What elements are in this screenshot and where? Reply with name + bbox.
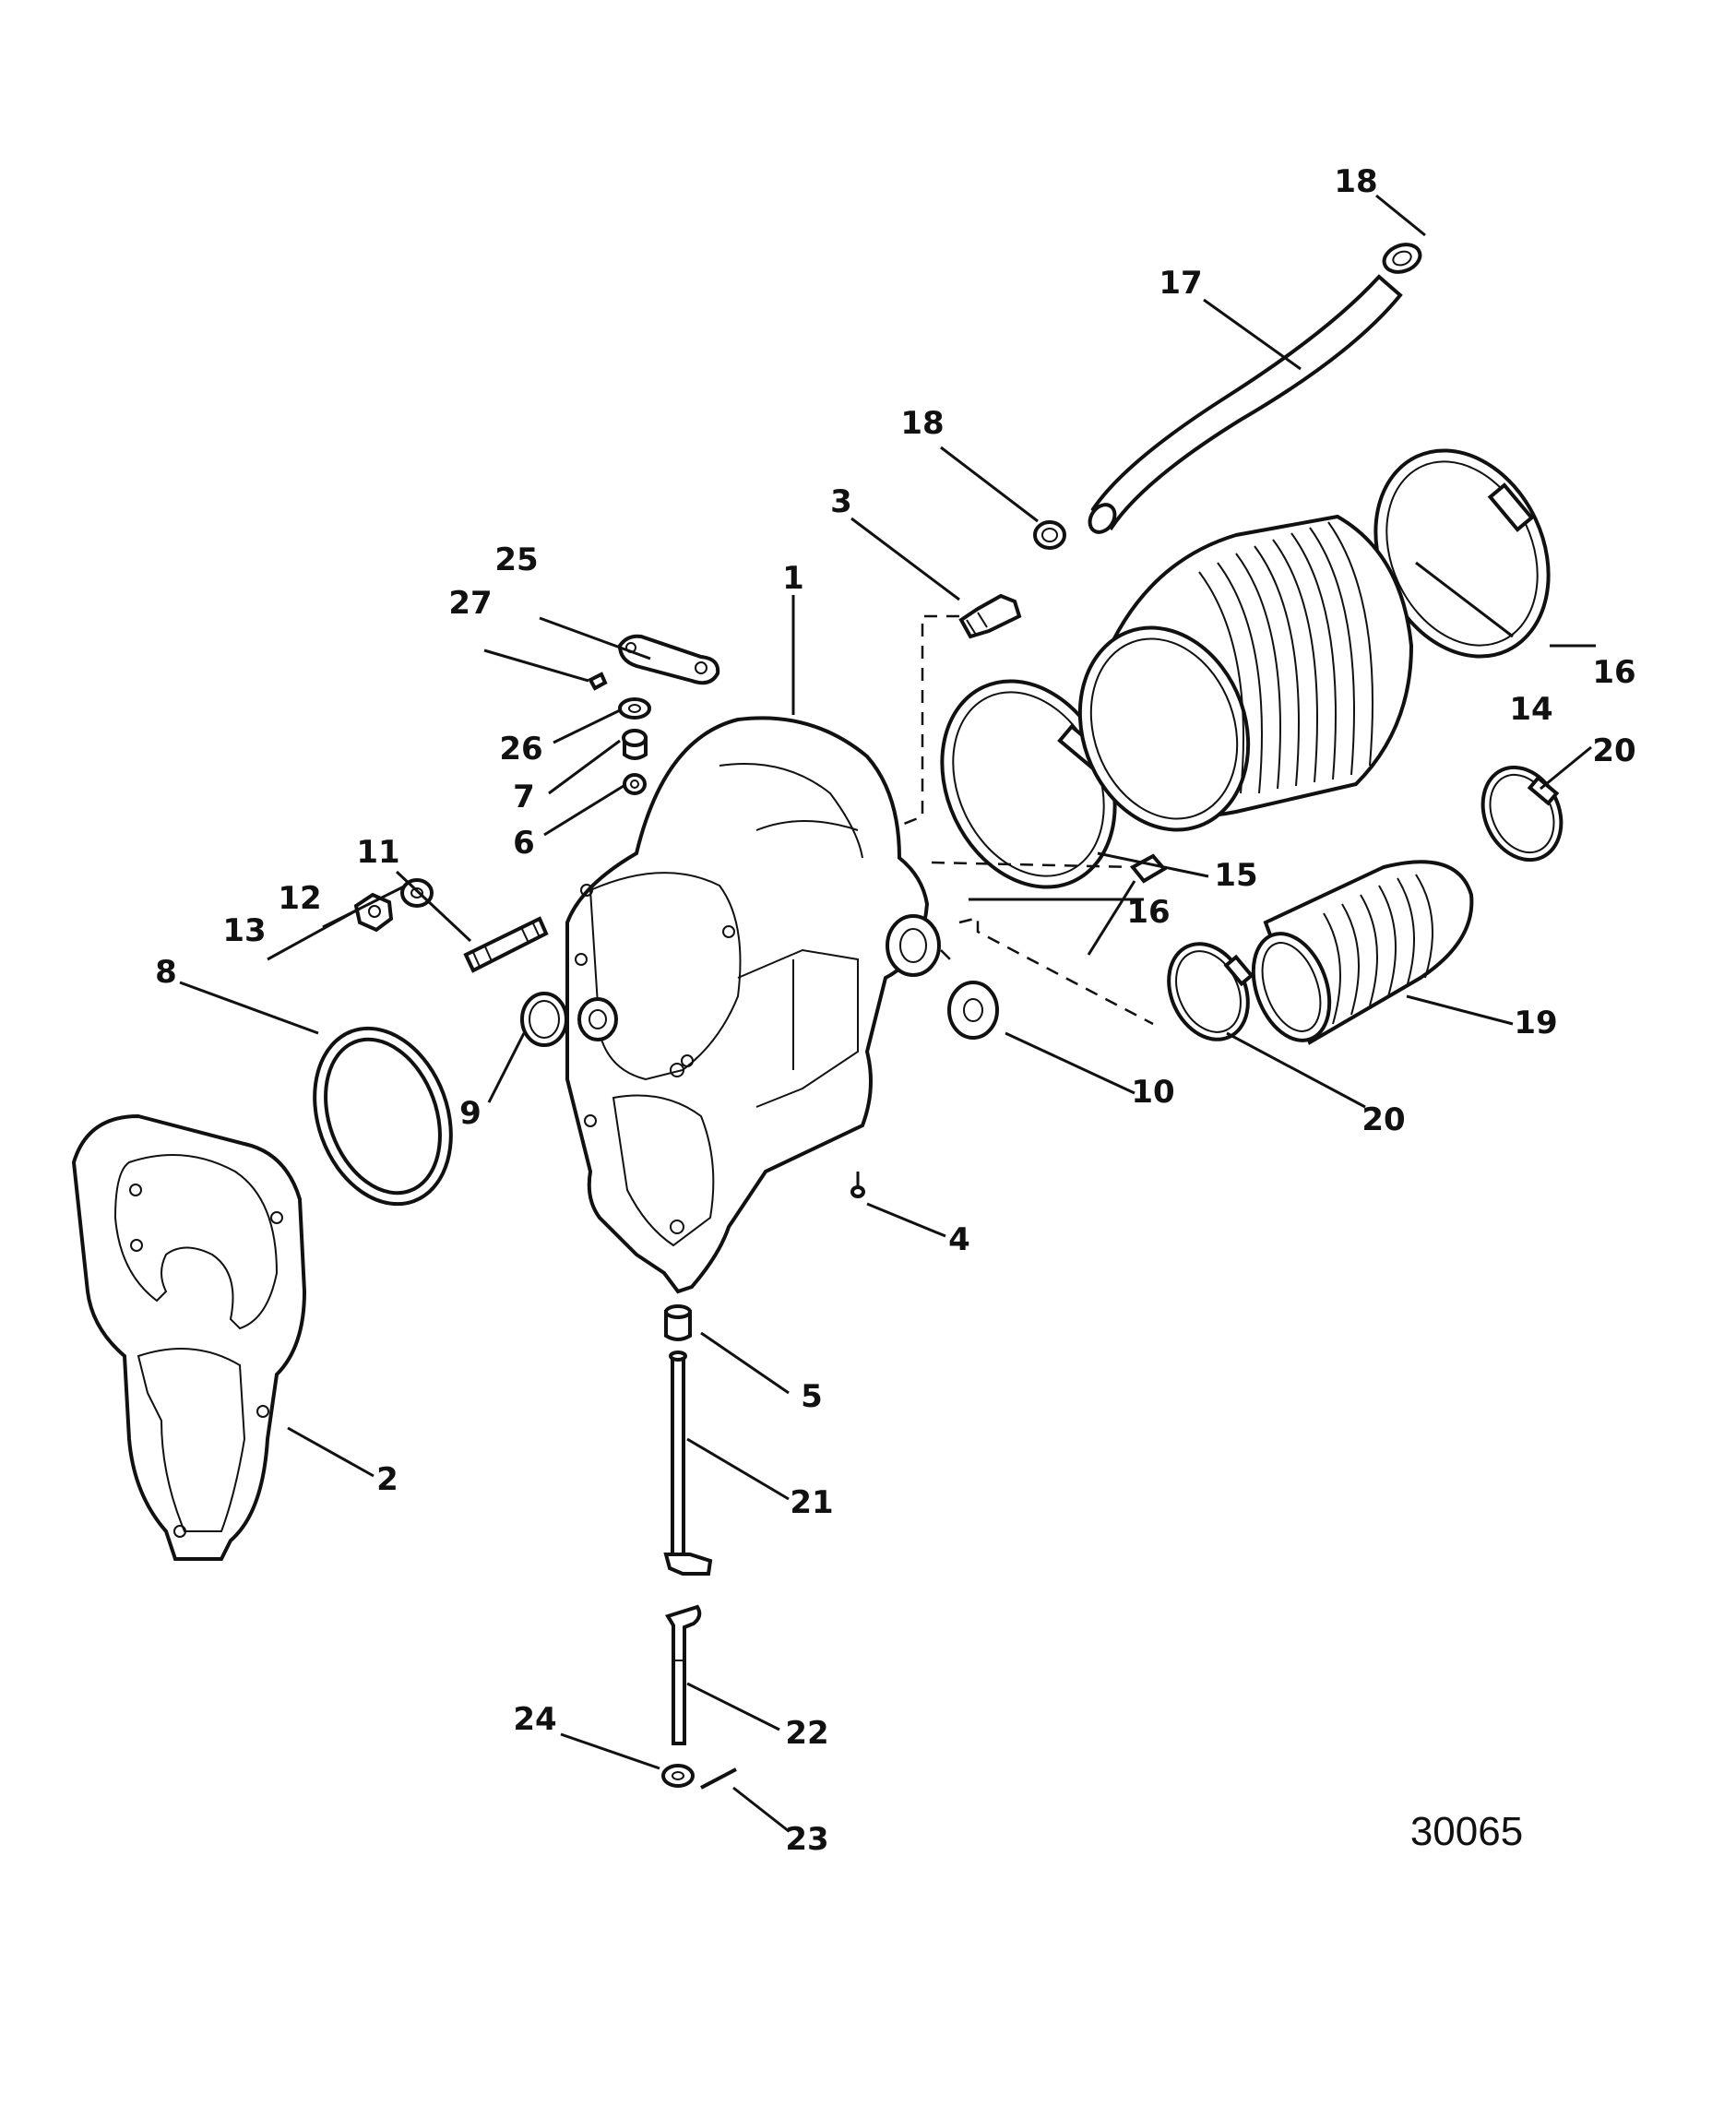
screw-part-4 <box>850 1172 865 1198</box>
callout-1: 1 <box>782 560 804 597</box>
hose-part-17 <box>1088 274 1403 534</box>
callout-24: 24 <box>513 1701 556 1738</box>
bushing-part-7 <box>622 729 648 760</box>
o-ring-part-9 <box>520 992 568 1047</box>
callout-27: 27 <box>448 585 492 622</box>
washer-part-10 <box>947 981 999 1040</box>
shift-shaft-part-22 <box>664 1604 702 1745</box>
shift-shaft-part-21 <box>663 1351 713 1576</box>
callout-20-lower: 20 <box>1361 1101 1405 1138</box>
callout-7: 7 <box>513 779 535 815</box>
washer-part-24 <box>661 1764 695 1788</box>
figure-number: 30065 <box>1410 1809 1523 1854</box>
callout-4: 4 <box>948 1221 970 1258</box>
alignment-dashed-lines <box>898 614 1154 1026</box>
callout-11: 11 <box>356 834 399 871</box>
bellows-part-19 <box>1251 860 1474 1045</box>
callout-18-upper: 18 <box>1334 163 1377 200</box>
bell-housing-part-1 <box>565 716 941 1294</box>
callout-12: 12 <box>278 880 321 917</box>
callout-18-lower: 18 <box>900 405 944 442</box>
callout-23: 23 <box>785 1821 828 1858</box>
callout-15: 15 <box>1214 857 1257 894</box>
lever-part-25 <box>617 634 720 685</box>
gasket-part-2 <box>71 1113 307 1561</box>
callout-16-upper: 16 <box>1592 654 1635 691</box>
o-ring-part-8 <box>313 1026 453 1207</box>
clip-part-15 <box>1129 853 1168 884</box>
insert-part-6 <box>623 773 647 795</box>
hose-clamp-part-18-upper <box>1382 243 1422 274</box>
callout-19: 19 <box>1514 1005 1557 1041</box>
pin-part-23 <box>700 1767 737 1790</box>
fitting-part-3 <box>958 593 1022 639</box>
callout-17: 17 <box>1159 265 1202 302</box>
callout-25: 25 <box>494 541 538 578</box>
bushing-part-5 <box>664 1304 692 1341</box>
callout-8: 8 <box>155 954 177 991</box>
washer-part-26 <box>618 697 651 720</box>
hose-clamp-part-16-right <box>1373 448 1551 659</box>
pin-part-27 <box>588 672 608 691</box>
stud-part-11 <box>463 916 549 973</box>
hose-clamp-part-20-left <box>1167 942 1254 1041</box>
nut-part-13 <box>353 892 394 933</box>
callout-16-lower: 16 <box>1126 894 1170 931</box>
bellows-part-14 <box>1077 514 1414 832</box>
hose-clamp-part-18-lower <box>1033 520 1066 550</box>
leader-lines <box>179 194 1596 1833</box>
callout-13: 13 <box>222 912 266 949</box>
callout-26: 26 <box>499 731 542 767</box>
callout-20-upper: 20 <box>1592 732 1635 769</box>
callout-14: 14 <box>1509 691 1552 728</box>
callout-22: 22 <box>785 1715 828 1752</box>
callout-9: 9 <box>459 1095 482 1132</box>
callout-3: 3 <box>830 483 852 520</box>
callout-21: 21 <box>790 1484 833 1521</box>
hose-clamp-part-20-right <box>1480 765 1564 863</box>
callout-5: 5 <box>801 1378 823 1415</box>
callout-6: 6 <box>513 825 535 862</box>
callout-10: 10 <box>1131 1074 1174 1111</box>
callout-2: 2 <box>376 1461 398 1498</box>
